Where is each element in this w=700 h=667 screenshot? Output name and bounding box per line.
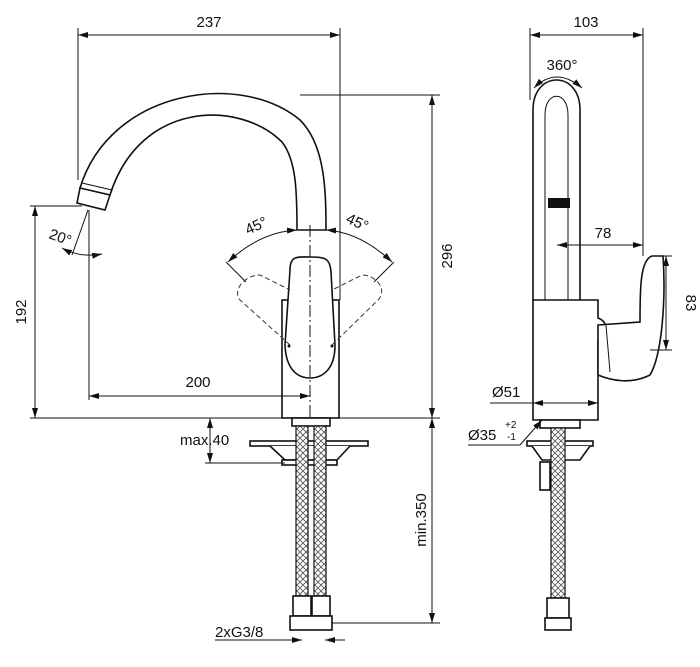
hole-tolerance-minus: -1	[507, 432, 516, 443]
hose-right	[313, 425, 327, 597]
dim-rotation: 360°	[546, 57, 577, 74]
side-view: 103 360° 78 83 Ø51 Ø35 +2 -1	[468, 14, 699, 631]
body-side	[532, 299, 607, 421]
dim-base-diameter: Ø51	[492, 384, 520, 401]
dim-spout-reach: 200	[185, 374, 210, 391]
aerator-side	[548, 198, 570, 208]
lever-position-right	[331, 274, 383, 346]
dim-lever-angle-left: 45°	[243, 214, 271, 239]
dim-lever-height: 83	[682, 295, 699, 312]
dim-height-total: 296	[439, 243, 456, 268]
dim-deck-thickness: max.40	[180, 432, 229, 449]
spout	[79, 92, 327, 231]
dim-hole-diameter: Ø35	[468, 427, 496, 444]
dim-depth-total: 103	[573, 14, 598, 31]
lever	[284, 256, 336, 379]
lever-side	[597, 255, 665, 382]
front-view: 237 296 192 20° 200 45° 45° max.40 min.3…	[13, 14, 456, 643]
dim-lever-angle-right: 45°	[343, 210, 371, 235]
spout-side	[532, 79, 581, 300]
dim-connection: 2xG3/8	[215, 624, 263, 641]
dim-spout-height: 192	[13, 299, 30, 324]
dim-hose-length: min.350	[413, 493, 430, 546]
hose-left	[295, 425, 309, 597]
dim-spout-angle: 20°	[47, 226, 74, 250]
lever-position-left	[237, 274, 291, 346]
aerator	[76, 187, 112, 211]
mounting-plate	[249, 440, 369, 447]
hole-tolerance-plus: +2	[505, 420, 517, 431]
dim-width-total: 237	[196, 14, 221, 31]
dim-lever-reach: 78	[595, 225, 612, 242]
